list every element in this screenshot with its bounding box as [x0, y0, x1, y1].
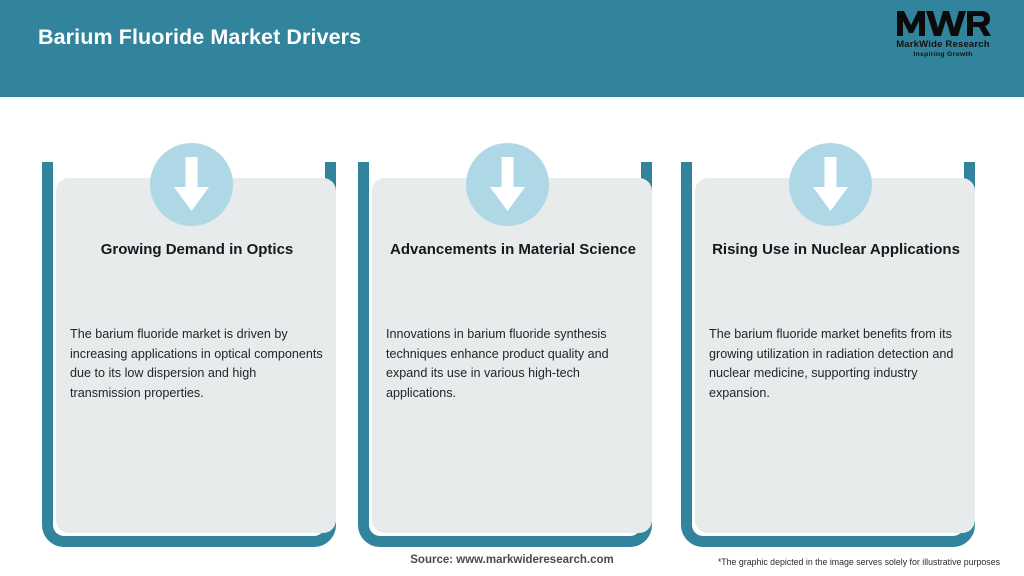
driver-card[interactable]: Advancements in Material Science Innovat…: [358, 97, 652, 547]
logo-company-name: MarkWide Research: [896, 39, 990, 50]
card-body-text: The barium fluoride market benefits from…: [709, 327, 954, 400]
driver-card[interactable]: Growing Demand in Optics The barium fluo…: [42, 97, 336, 547]
down-arrow-glyph: [813, 157, 848, 211]
logo-tagline: Inspiring Growth: [913, 51, 973, 58]
drivers-card-group: Growing Demand in Optics The barium fluo…: [0, 97, 1024, 547]
card-panel: [695, 178, 975, 533]
down-arrow-glyph: [174, 157, 209, 211]
page-title: Barium Fluoride Market Drivers: [38, 25, 362, 49]
card-body-text: Innovations in barium fluoride synthesis…: [386, 327, 609, 400]
brand-logo: MarkWide Research Inspiring Growth: [884, 8, 1002, 64]
disclaimer-label: *The graphic depicted in the image serve…: [717, 557, 1000, 567]
header-bar: Barium Fluoride Market Drivers MarkWide …: [0, 0, 1024, 97]
source-label: Source: www.markwideresearch.com: [410, 554, 614, 566]
driver-card[interactable]: Rising Use in Nuclear Applications The b…: [681, 97, 975, 547]
card-body-text: The barium fluoride market is driven by …: [70, 327, 323, 400]
down-arrow-glyph: [490, 157, 525, 211]
down-arrow-icon: [789, 143, 872, 226]
card-title: Rising Use in Nuclear Applications: [712, 241, 960, 258]
down-arrow-icon: [466, 143, 549, 226]
card-title: Growing Demand in Optics: [100, 241, 294, 258]
card-panel: [56, 178, 336, 533]
mwr-logo-icon: [897, 11, 991, 36]
card-title: Advancements in Material Science: [390, 241, 636, 258]
card-panel: [372, 178, 652, 533]
down-arrow-icon: [150, 143, 233, 226]
